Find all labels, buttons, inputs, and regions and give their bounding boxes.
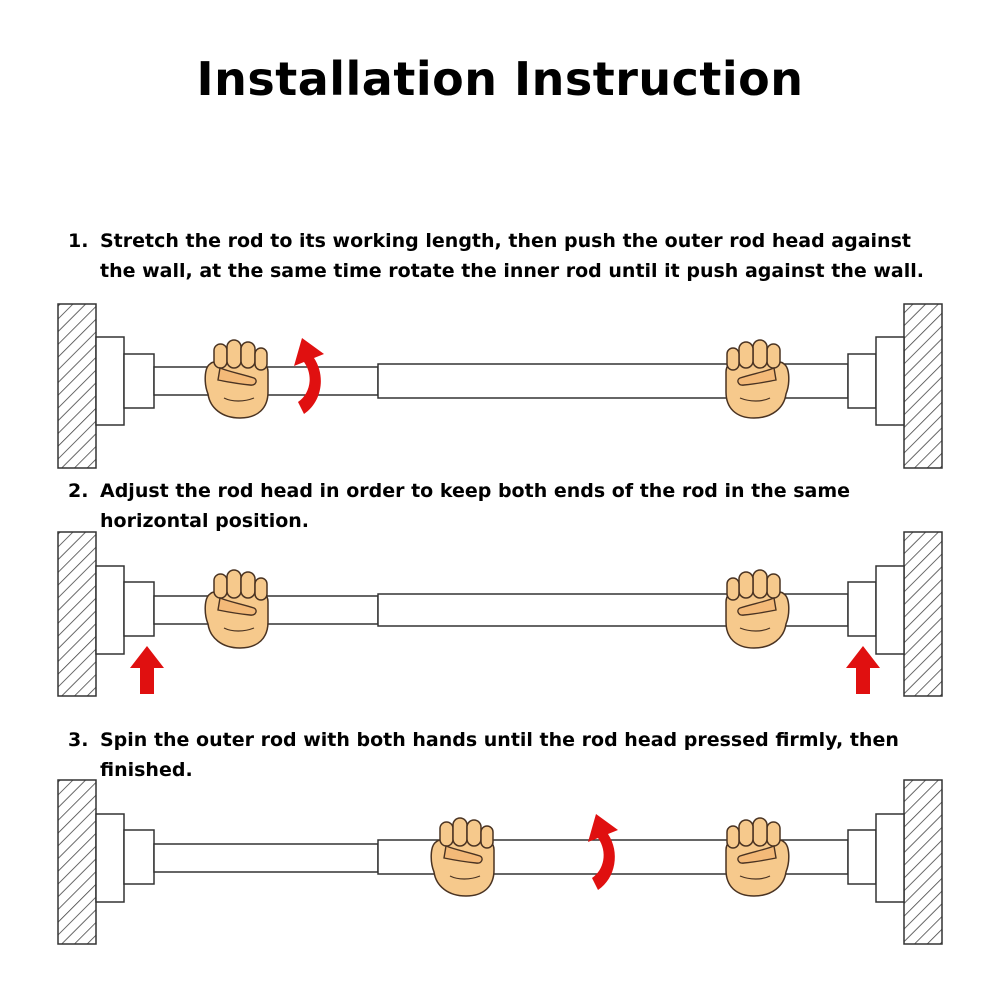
fist-icon [204, 339, 269, 419]
wall-icon [57, 779, 97, 945]
rod-head-left [123, 353, 155, 409]
step-text: Spin the outer rod with both hands until… [100, 729, 899, 781]
wall-icon [903, 531, 943, 697]
rod-end-cap-right [875, 336, 905, 426]
step-number: 1. [68, 230, 89, 252]
fist-icon [726, 570, 789, 648]
wall-icon [903, 303, 943, 469]
up-arrow-icon [846, 646, 880, 694]
step-2-illustration [57, 531, 943, 697]
rod-end-cap-right [875, 565, 905, 655]
fist-icon [430, 817, 495, 897]
rod-end-cap-left [95, 336, 125, 426]
fist-icon [726, 818, 789, 896]
inner-rod [153, 843, 379, 873]
step-text: Stretch the rod to its working length, t… [100, 230, 924, 282]
rod-end-cap-right [875, 813, 905, 903]
rod-head-right [847, 353, 877, 409]
rod-end-cap-left [95, 565, 125, 655]
rod-head-left [123, 829, 155, 885]
up-arrow-icon [130, 646, 164, 694]
fist-icon [726, 340, 789, 418]
rod-head-right [847, 829, 877, 885]
step-number: 2. [68, 480, 89, 502]
rod-end-cap-left [95, 813, 125, 903]
wall-icon [57, 531, 97, 697]
wall-icon [903, 779, 943, 945]
wall-icon [57, 303, 97, 469]
step-text: Adjust the rod head in order to keep bot… [100, 480, 851, 532]
step-number: 3. [68, 729, 89, 751]
rod-head-left [123, 581, 155, 637]
fist-icon [204, 569, 269, 649]
step-1-illustration [57, 303, 943, 469]
rod-head-right [847, 581, 877, 637]
page-title: Installation Instruction [196, 52, 804, 106]
step-3-illustration [57, 779, 943, 945]
